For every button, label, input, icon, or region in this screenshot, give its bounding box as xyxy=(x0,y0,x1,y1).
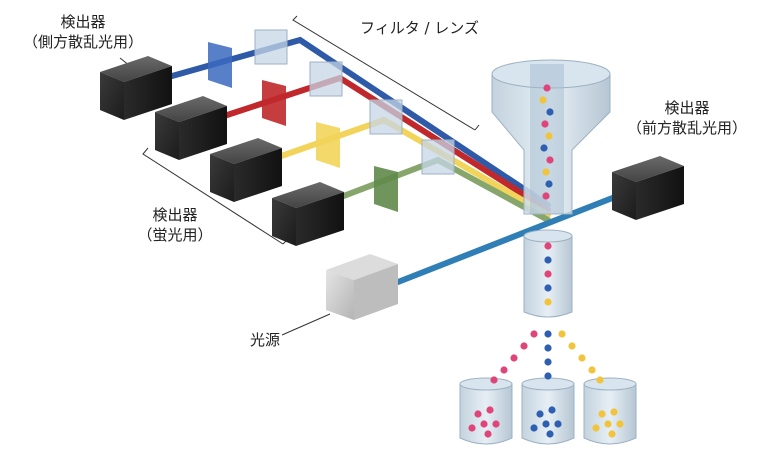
cell xyxy=(610,408,618,416)
cell xyxy=(540,144,548,152)
cell xyxy=(536,410,544,418)
cell xyxy=(490,376,498,384)
cell xyxy=(598,410,606,418)
cell xyxy=(542,420,550,428)
yellow-filter xyxy=(316,122,340,168)
cell xyxy=(544,256,552,264)
cell xyxy=(596,376,604,384)
cell xyxy=(546,108,554,116)
light-source-box xyxy=(326,254,398,320)
green-filter xyxy=(374,166,398,212)
cell xyxy=(548,406,556,414)
cell xyxy=(492,420,500,428)
cell xyxy=(468,424,476,432)
cell xyxy=(544,358,552,366)
cell xyxy=(546,156,554,164)
cell xyxy=(510,354,518,362)
cell xyxy=(616,420,624,428)
cell xyxy=(543,84,551,92)
cell xyxy=(542,168,550,176)
forward-scatter-detector xyxy=(612,156,684,220)
cell xyxy=(530,424,538,432)
cell xyxy=(474,410,482,418)
cell xyxy=(544,270,552,278)
cell xyxy=(608,430,616,438)
cell xyxy=(545,132,553,140)
cells xyxy=(468,84,624,438)
cell xyxy=(588,366,596,374)
forward-scatter-detector-label: 検出器 （前方散乱光用） xyxy=(626,99,747,137)
filter-lens-bracket xyxy=(292,15,480,131)
collection-tubes xyxy=(459,377,637,445)
light-label-leader xyxy=(281,313,331,336)
cell xyxy=(544,344,552,352)
lens-square xyxy=(309,61,343,97)
lens-square xyxy=(254,29,288,65)
cell xyxy=(604,420,612,428)
cell xyxy=(558,330,566,338)
cell xyxy=(480,420,488,428)
lens-squares xyxy=(254,29,455,175)
cell xyxy=(545,180,553,188)
cell xyxy=(578,354,586,362)
filter-lens-label: フィルタ / レンズ xyxy=(360,19,479,37)
red-filter xyxy=(262,80,286,126)
cell xyxy=(500,366,508,374)
cell xyxy=(530,330,538,338)
side-scatter-detector-label: 検出器 （側方散乱光用） xyxy=(22,13,143,51)
cell xyxy=(544,330,552,338)
lens-square xyxy=(369,99,403,135)
fluor-detector-red xyxy=(155,96,227,160)
cell xyxy=(546,430,554,438)
cell xyxy=(592,424,600,432)
cell xyxy=(544,298,552,306)
lens-square xyxy=(421,139,455,175)
cell xyxy=(542,192,550,200)
cell xyxy=(554,420,562,428)
cell xyxy=(484,430,492,438)
fluorescence-detector-label: 検出器 （蛍光用） xyxy=(137,206,213,244)
cell xyxy=(544,372,552,380)
cell xyxy=(544,242,552,250)
fluor-detector-green xyxy=(272,182,344,246)
light-source-label: 光源 xyxy=(250,331,281,349)
cell xyxy=(544,284,552,292)
cell xyxy=(539,96,547,104)
blue-filter xyxy=(208,42,232,88)
cell xyxy=(568,342,576,350)
cell xyxy=(541,120,549,128)
side-scatter-detector xyxy=(100,56,172,120)
cell xyxy=(486,406,494,414)
color-filters xyxy=(208,42,398,212)
cell xyxy=(520,342,528,350)
laser-beam xyxy=(395,192,623,285)
fluor-detector-yellow xyxy=(210,138,282,202)
